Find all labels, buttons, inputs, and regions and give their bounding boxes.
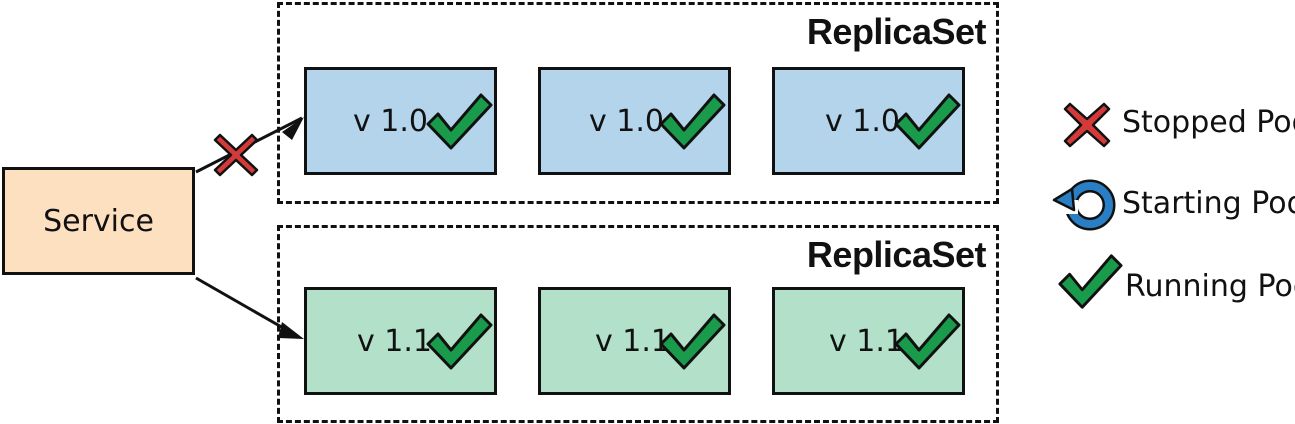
arrow-to-new-replicaset: [195, 276, 293, 335]
replicaset-title: ReplicaSet: [806, 234, 987, 275]
running-check-icon: [1058, 254, 1123, 309]
pod-old-2: v 1.0: [538, 67, 731, 175]
legend-running-label: Running Pod: [1125, 269, 1295, 304]
arrowhead-old: [282, 117, 304, 140]
replicaset-old: ReplicaSet: [277, 2, 999, 204]
pod-version-label: v 1.0: [825, 104, 900, 139]
running-check-icon: [659, 313, 726, 370]
pod-new-2: v 1.1: [538, 287, 731, 395]
pod-version-label: v 1.0: [353, 104, 428, 139]
starting-circular-arrow-icon: [1052, 179, 1116, 231]
replicaset-title: ReplicaSet: [806, 11, 987, 52]
legend-starting-label: Starting Pod: [1122, 186, 1295, 221]
running-check-icon: [659, 93, 726, 150]
service-box: Service: [2, 167, 195, 275]
pod-new-1: v 1.1: [304, 287, 497, 395]
running-check-icon: [426, 93, 493, 150]
legend-stopped-label: Stopped Pod: [1122, 105, 1295, 140]
stopped-cross-icon: [1063, 102, 1111, 148]
pod-old-1: v 1.0: [304, 67, 497, 175]
running-check-icon: [894, 93, 961, 150]
pod-new-3: v 1.1: [772, 287, 965, 395]
pod-version-label: v 1.1: [829, 324, 904, 359]
pod-old-3: v 1.0: [772, 67, 965, 175]
running-check-icon: [426, 313, 493, 370]
service-label: Service: [43, 203, 154, 239]
replicaset-new: ReplicaSet: [277, 225, 999, 423]
running-check-icon: [894, 313, 961, 370]
pod-version-label: v 1.0: [589, 104, 664, 139]
stopped-connection-cross-icon: [213, 133, 259, 177]
arrowhead-new: [278, 322, 304, 339]
pod-version-label: v 1.1: [357, 324, 432, 359]
pod-version-label: v 1.1: [595, 324, 670, 359]
